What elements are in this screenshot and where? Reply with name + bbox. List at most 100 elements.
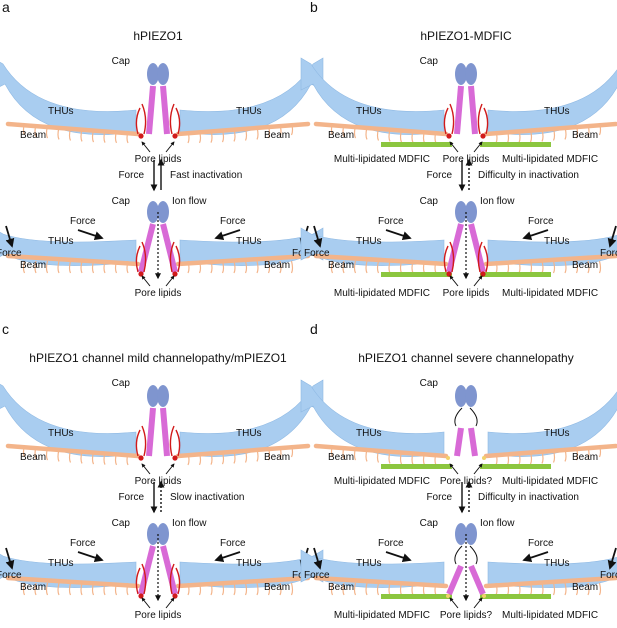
- thu-loop: [244, 582, 248, 596]
- thu-label-left: THUs: [48, 236, 74, 247]
- thu-loop: [552, 582, 556, 596]
- beam-left: [313, 443, 449, 459]
- cap-lobe-right: [465, 523, 477, 545]
- pore-lipids-label: Pore lipids: [135, 610, 182, 621]
- thu-label-right: THUs: [236, 236, 262, 247]
- thu-loop: [541, 582, 544, 596]
- force-arrow: [77, 551, 104, 562]
- panel-title: hPIEZO1 channel mild channelopathy/mPIEZ…: [29, 351, 287, 365]
- beam-label-right: Beam: [572, 130, 598, 141]
- pore-helix-left: [454, 427, 464, 457]
- pore-lipid-tail: [169, 425, 175, 457]
- beam-label-left: Beam: [328, 260, 354, 271]
- pore-helix-right: [468, 427, 478, 457]
- force-arrow: [522, 229, 549, 240]
- thu-label-right: THUs: [544, 106, 570, 117]
- linker-left: [454, 407, 463, 427]
- pore-lipid-head: [446, 133, 452, 139]
- force-arrow: [385, 551, 412, 562]
- thu-loop: [365, 260, 368, 274]
- pore-lipid-head: [480, 133, 486, 139]
- panel-letter: c: [2, 321, 9, 337]
- pore-lipid-tail: [443, 245, 449, 273]
- thu-label-left: THUs: [48, 558, 74, 569]
- thu-loop: [34, 582, 37, 596]
- thu-loop: [388, 582, 391, 596]
- blade-left: [0, 383, 137, 457]
- thu-loop: [256, 582, 259, 596]
- beam-label-left: Beam: [20, 130, 46, 141]
- pore-lipid-arrow: [141, 597, 151, 609]
- cap-lobe-right: [465, 385, 477, 407]
- pore-helix-left: [138, 223, 156, 273]
- cap-lobe-right: [157, 523, 169, 545]
- mdfic-label-left: Multi-lipidated MDFIC: [334, 610, 430, 621]
- pore-lipid-arrow: [473, 141, 483, 153]
- pore-lipid-tail: [169, 103, 175, 135]
- thu-loop: [575, 260, 579, 274]
- transition-right-label: Slow inactivation: [170, 492, 244, 503]
- beam-label-right: Beam: [264, 130, 290, 141]
- pore-helix-left: [446, 564, 464, 596]
- ion-flow-label: Ion flow: [172, 518, 207, 529]
- cap-label: Cap: [420, 56, 439, 67]
- pore-lipid-tail: [443, 107, 449, 135]
- beam-left: [5, 121, 141, 137]
- thu-loop: [342, 260, 345, 274]
- blade-right: [487, 391, 617, 457]
- thu-loop: [376, 260, 380, 274]
- pore-lipid-arrow: [449, 275, 459, 287]
- pore-lipids-label: Pore lipids: [135, 154, 182, 165]
- thu-loop: [598, 260, 602, 274]
- pore-lipid-head: [138, 455, 144, 461]
- beam-right: [175, 121, 311, 137]
- beam-left: [5, 253, 141, 267]
- beam-label-right: Beam: [264, 260, 290, 271]
- thu-label-left: THUs: [356, 236, 382, 247]
- pore-lipid-tail: [141, 103, 147, 135]
- pore-lipid-arrow: [165, 275, 175, 287]
- thu-loop: [45, 260, 49, 274]
- pore-helix-right: [468, 223, 486, 273]
- pore-lipid-head: [482, 456, 486, 460]
- thu-loop: [552, 260, 556, 274]
- force-arrow: [313, 225, 323, 248]
- force-label: Force: [600, 570, 617, 581]
- pore-helix-left: [454, 85, 464, 135]
- cap-lobe-right: [157, 385, 169, 407]
- thu-label-left: THUs: [356, 558, 382, 569]
- cap-lobe-left: [455, 523, 467, 545]
- beam-label-left: Beam: [328, 130, 354, 141]
- mdfic-bar-left: [381, 142, 452, 147]
- beam-left: [313, 121, 449, 137]
- thu-label-left: THUs: [356, 428, 382, 439]
- thu-loop: [353, 260, 357, 274]
- thu-label-left: THUs: [48, 428, 74, 439]
- thu-label-left: THUs: [356, 106, 382, 117]
- thu-loop: [267, 582, 271, 596]
- mdfic-label-right: Multi-lipidated MDFIC: [502, 154, 598, 165]
- linker-left: [454, 545, 463, 565]
- cap-lobe-left: [455, 201, 467, 223]
- force-label: Force: [600, 248, 617, 259]
- force-label: Force: [220, 216, 246, 227]
- pore-lipid-arrow: [165, 463, 175, 475]
- thu-loop: [22, 582, 26, 596]
- pore-helix-right: [160, 85, 170, 135]
- force-label: Force: [304, 570, 330, 581]
- thu-loop: [541, 260, 544, 274]
- force-arrow: [607, 547, 617, 570]
- force-arrow: [313, 547, 323, 570]
- mdfic-bar-right: [480, 142, 551, 147]
- force-arrow: [214, 551, 241, 562]
- thu-label-right: THUs: [236, 428, 262, 439]
- thu-loop: [330, 260, 334, 274]
- pore-lipids-label: Pore lipids: [443, 154, 490, 165]
- pore-lipid-tail: [169, 241, 175, 273]
- force-arrow: [385, 229, 412, 240]
- pore-lipid-head: [138, 271, 144, 277]
- force-arrow: [5, 547, 15, 570]
- pore-helix-left: [446, 223, 464, 273]
- cap-lobe-left: [147, 201, 159, 223]
